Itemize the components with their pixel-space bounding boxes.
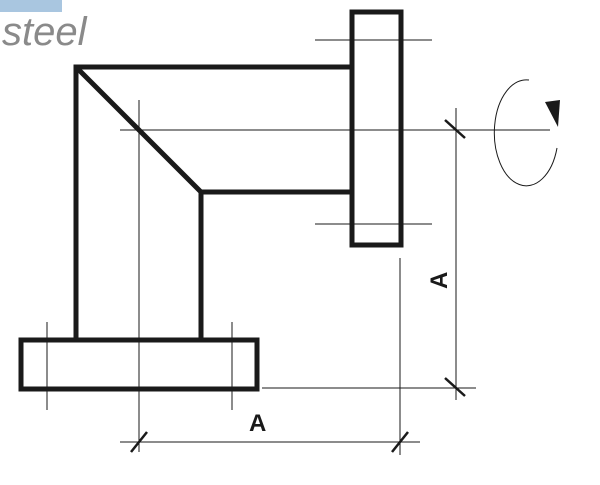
header-accent-bar <box>0 0 62 12</box>
rotation-arrow-icon <box>493 79 560 187</box>
elbow-body <box>73 64 352 340</box>
dimension-horizontal: A <box>120 258 420 455</box>
top-right-flange <box>349 9 404 248</box>
material-label: steel <box>2 10 88 54</box>
dimension-vertical: A <box>262 108 476 400</box>
dimension-label-vertical: A <box>426 272 453 289</box>
flange-reference-lines <box>46 39 432 410</box>
elbow-inner-wall <box>198 189 352 340</box>
dimension-label-horizontal: A <box>249 410 266 437</box>
centerlines <box>120 100 550 452</box>
